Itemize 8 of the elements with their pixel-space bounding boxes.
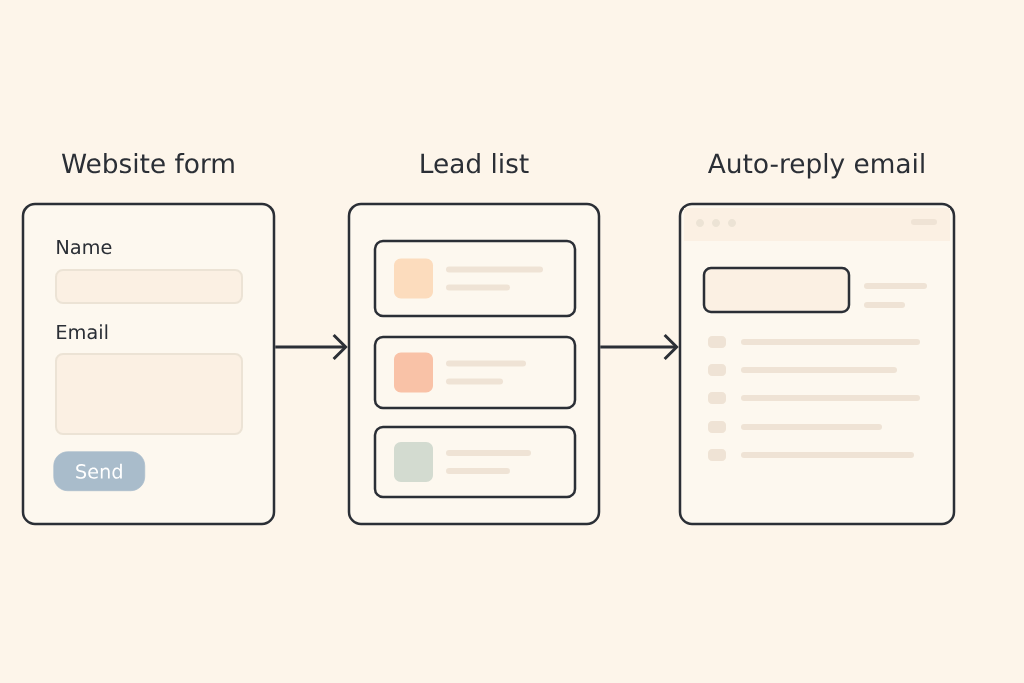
panel-heading: Auto-reply email [708,153,924,179]
arrow [600,333,679,361]
field-label: Name [57,239,112,255]
arrow [275,333,348,361]
panel-heading: Website form [61,153,234,174]
send-button: Send [53,451,146,492]
panel-heading: Lead list [421,153,529,174]
field-label: Email [57,324,108,340]
